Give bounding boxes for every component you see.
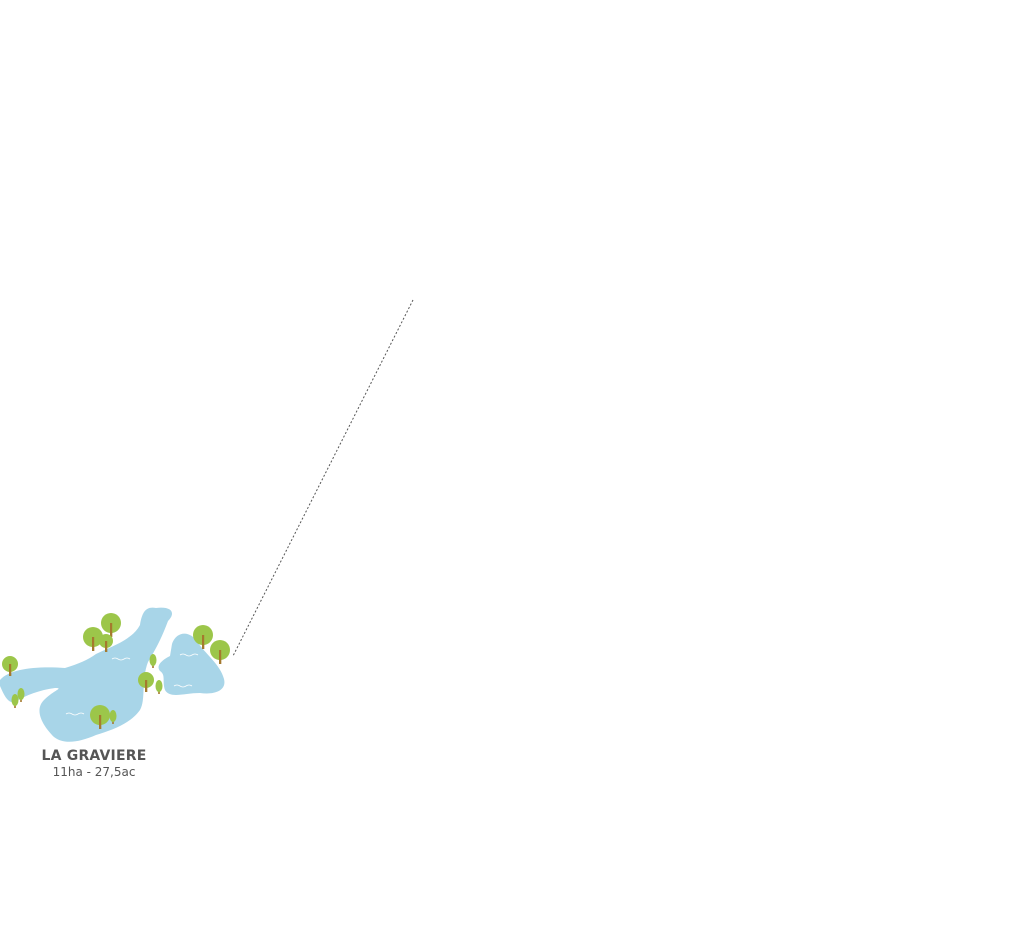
- tree-trunk: [219, 650, 222, 664]
- conifer-tree-icon: [149, 654, 157, 666]
- conifer-tree-icon: [155, 680, 163, 692]
- tree-trunk: [92, 637, 95, 651]
- leader-line: [232, 299, 414, 657]
- conifer-tree-icon: [17, 688, 25, 700]
- trees: [2, 613, 230, 729]
- lake-name: LA GRAVIERE: [41, 748, 147, 764]
- conifer-tree-icon: [109, 710, 117, 722]
- water-ripple-icon: [65, 712, 85, 716]
- lake-area: 11ha - 27,5ac: [52, 765, 136, 779]
- tree-trunk: [105, 641, 108, 652]
- tree-trunk: [145, 680, 148, 692]
- conifer-tree-icon: [11, 694, 19, 706]
- water-ripple-icon: [111, 657, 131, 661]
- water-ripple-icon: [173, 684, 193, 688]
- lake-east[interactable]: [158, 633, 225, 695]
- water-ripple-icon: [179, 653, 199, 657]
- tree-trunk: [202, 635, 205, 649]
- tree-trunk: [9, 664, 12, 676]
- tree-trunk: [110, 623, 113, 637]
- lake-main[interactable]: [0, 607, 172, 742]
- tree-trunk: [99, 715, 102, 729]
